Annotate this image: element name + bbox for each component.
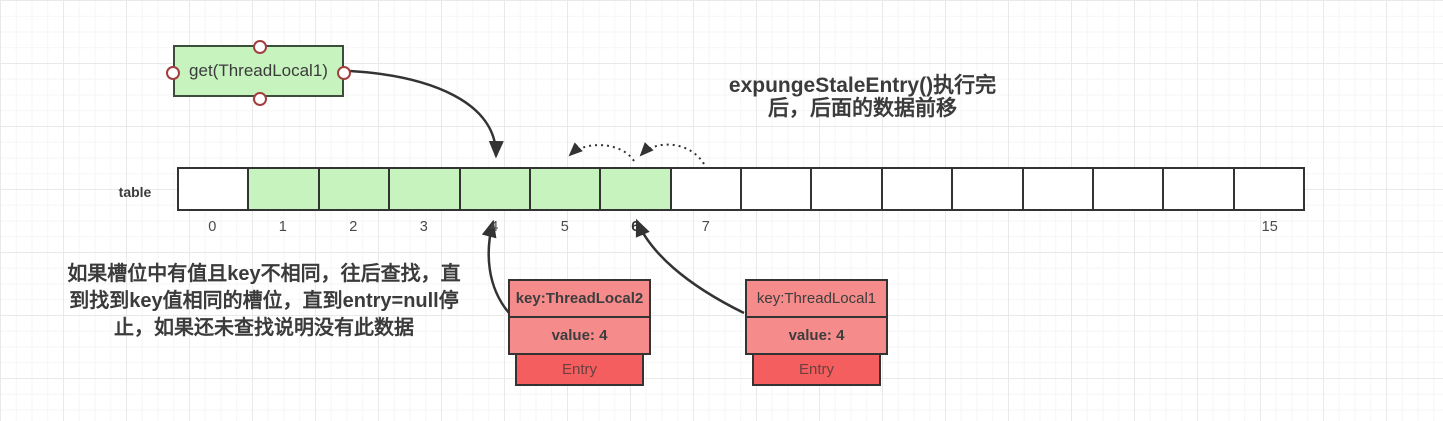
table-cell-2[interactable] [319, 169, 391, 209]
entry2-footer-row[interactable]: Entry [515, 353, 644, 386]
dotted-arrow-move-slot6-to-slot5 [568, 142, 635, 162]
index-label-11 [953, 219, 1024, 237]
index-labels: 0 1 2 3 4 5 6 7 15 [177, 219, 1305, 237]
table-cell-10[interactable] [883, 169, 954, 209]
entry-node-threadlocal1[interactable]: key:ThreadLocal1 value: 4 Entry [745, 279, 888, 386]
table-cell-8[interactable] [742, 169, 813, 209]
table-cell-9[interactable] [812, 169, 883, 209]
table-cell-4[interactable] [460, 169, 531, 209]
connector-handle-right[interactable] [337, 66, 351, 80]
array-cells [177, 167, 1305, 211]
table-cell-6[interactable] [601, 169, 672, 209]
table-cell-13[interactable] [1094, 169, 1165, 209]
connector-handle-bottom[interactable] [253, 92, 267, 106]
index-label-12 [1023, 219, 1094, 237]
index-label-15: 15 [1261, 219, 1278, 235]
table-cell-0[interactable] [179, 169, 250, 209]
table-cell-14[interactable] [1164, 169, 1235, 209]
index-label-8 [741, 219, 812, 237]
index-label-14 [1164, 219, 1235, 237]
table-cell-5[interactable] [530, 169, 602, 209]
index-label-7: 7 [701, 219, 710, 235]
index-label-6: 6 [631, 219, 640, 235]
entry1-footer-label: Entry [798, 361, 834, 378]
entry2-footer-label: Entry [561, 361, 597, 378]
connector-handle-left[interactable] [166, 66, 180, 80]
table-cell-11[interactable] [953, 169, 1024, 209]
index-label-1: 1 [278, 219, 287, 235]
entry-node-threadlocal2[interactable]: key:ThreadLocal2 value: 4 Entry [508, 279, 651, 386]
connector-handle-top[interactable] [253, 40, 267, 54]
get-node-label: get(ThreadLocal1) [189, 61, 328, 80]
index-label-5: 5 [560, 219, 569, 235]
entry1-value-row[interactable]: value: 4 [745, 318, 888, 355]
table-cell-7[interactable] [672, 169, 742, 209]
index-label-4: 4 [490, 219, 499, 235]
entry1-value-label: value: 4 [788, 327, 845, 344]
entry1-key-row[interactable]: key:ThreadLocal1 [745, 279, 888, 318]
entry2-key-label: key:ThreadLocal2 [515, 290, 644, 307]
table-cell-15[interactable] [1235, 169, 1303, 209]
index-label-13 [1094, 219, 1165, 237]
table-cell-12[interactable] [1024, 169, 1094, 209]
arrow-get-to-slot4 [349, 69, 504, 159]
index-label-9 [812, 219, 883, 237]
index-label-2: 2 [349, 219, 358, 235]
table-label: table [118, 184, 152, 200]
index-label-0: 0 [208, 219, 217, 235]
entry2-value-row[interactable]: value: 4 [508, 318, 651, 355]
entry2-key-row[interactable]: key:ThreadLocal2 [508, 279, 651, 318]
entry2-value-label: value: 4 [551, 327, 608, 344]
entry1-key-label: key:ThreadLocal1 [756, 290, 877, 307]
index-label-3: 3 [419, 219, 428, 235]
lookup-rule-note: 如果槽位中有值且key不相同，往后查找，直 到找到key值相同的槽位，直到ent… [67, 263, 461, 339]
table-cell-1[interactable] [249, 169, 320, 209]
table-cell-3[interactable] [390, 169, 461, 209]
entry1-footer-row[interactable]: Entry [752, 353, 881, 386]
dotted-arrow-move-slot7-to-slot6 [639, 142, 705, 165]
expunge-caption: expungeStaleEntry()执行完 后，后面的数据前移 [728, 74, 997, 120]
index-label-10 [882, 219, 953, 237]
